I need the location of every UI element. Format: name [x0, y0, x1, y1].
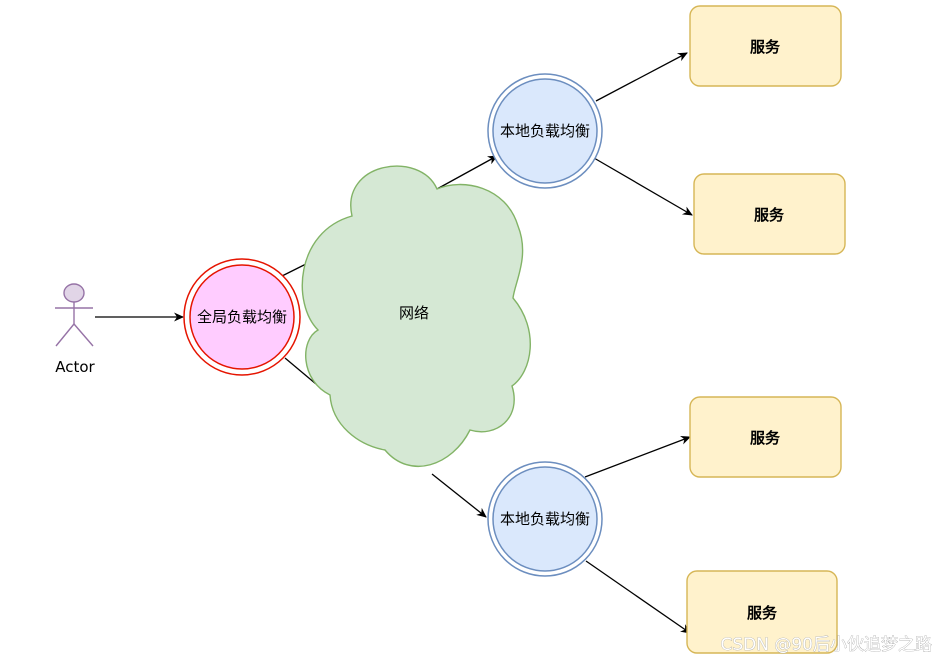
service-label-3: 服务: [750, 429, 781, 447]
connectors: [95, 52, 693, 634]
network-cloud-node[interactable]: 网络: [301, 165, 531, 467]
actor[interactable]: Actor: [55, 283, 96, 376]
local-load-balancer-label-2: 本地负载均衡: [500, 510, 590, 528]
network-label: 网络: [399, 304, 429, 322]
global-load-balancer-label: 全局负载均衡: [197, 308, 287, 326]
service-node-4[interactable]: 服务: [686, 570, 838, 654]
edge-network-to-local-lb-2: [431, 473, 487, 518]
global-load-balancer-node[interactable]: 全局负载均衡: [183, 258, 301, 376]
local-load-balancer-node-2[interactable]: 本地负载均衡: [487, 461, 603, 577]
actor-figure-icon: [55, 283, 94, 347]
service-label-1: 服务: [750, 38, 781, 56]
actor-label: Actor: [55, 358, 95, 376]
edge-local-lb-1-to-service-2: [593, 157, 693, 216]
service-node-3[interactable]: 服务: [689, 396, 842, 478]
service-node-1[interactable]: 服务: [689, 5, 842, 87]
edge-local-lb-2-to-service-4: [585, 560, 691, 634]
local-load-balancer-node-1[interactable]: 本地负载均衡: [487, 73, 603, 189]
edge-global-lb-to-network-lower: [284, 357, 317, 385]
cloud-shape: [301, 165, 531, 467]
service-node-2[interactable]: 服务: [693, 173, 846, 255]
service-label-2: 服务: [754, 206, 785, 224]
edge-local-lb-1-to-service-1: [595, 52, 688, 102]
local-load-balancer-label-1: 本地负载均衡: [500, 122, 590, 140]
edge-network-to-local-lb-1: [436, 155, 498, 190]
service-label-4: 服务: [747, 604, 778, 622]
watermark: CSDN @90后小伙追梦之路: [720, 635, 932, 655]
edge-local-lb-2-to-service-3: [584, 435, 691, 478]
